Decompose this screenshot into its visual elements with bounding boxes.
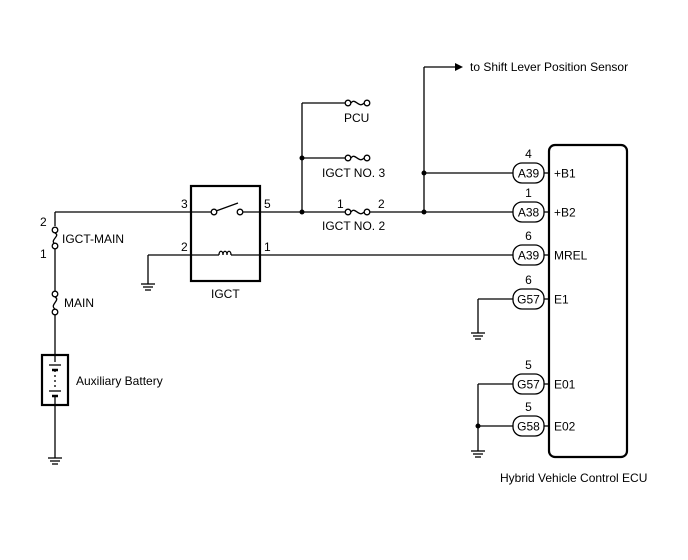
ecu-terminal-e01: G57 5 E01: [512, 358, 576, 395]
ecu-terminal-b2: A38 1 +B2: [512, 186, 576, 223]
fuse-bus: [260, 102, 345, 215]
ecu-label: Hybrid Vehicle Control ECU: [500, 471, 647, 485]
igct-main-fuse: [51, 226, 59, 250]
ecu-box: [547, 143, 629, 459]
pcu-label: PCU: [344, 111, 369, 125]
pin-number: 5: [525, 358, 532, 372]
pin-name: +B1: [554, 167, 576, 181]
connector-code: A39: [518, 167, 540, 181]
igct-main-label: IGCT-MAIN: [62, 232, 124, 246]
ecu-terminal-e1: G57 6 E1: [512, 273, 569, 310]
pin-number: 1: [525, 186, 532, 200]
battery-label: Auxiliary Battery: [76, 374, 163, 388]
relay-pin3: 3: [181, 197, 188, 211]
connector-code: G57: [517, 293, 540, 307]
relay-pin5: 5: [264, 197, 271, 211]
connector-code: G57: [517, 378, 540, 392]
pin-name: E02: [554, 420, 576, 434]
igct-relay: [189, 184, 262, 283]
igct-no2-pin2: 2: [378, 197, 385, 211]
connector-code: G58: [517, 420, 540, 434]
pin-name: MREL: [554, 249, 588, 263]
shift-lever-label: to Shift Lever Position Sensor: [470, 60, 628, 74]
connector-code: A38: [518, 206, 540, 220]
pin-name: +B2: [554, 206, 576, 220]
relay-ground-icon: [140, 283, 156, 291]
pin-number: 5: [525, 400, 532, 414]
igct-main-pin2: 2: [40, 215, 47, 229]
main-fuse-label: MAIN: [64, 296, 94, 310]
connector-code: A39: [518, 249, 540, 263]
ecu-terminal-e02: G58 5 E02: [512, 400, 576, 437]
relay-ground-line: [147, 254, 191, 284]
ecu-terminal-b1: A39 4 +B1: [512, 147, 576, 184]
ecu-ground-wires: [475, 298, 513, 451]
igct-no2-pin1: 1: [337, 197, 344, 211]
main-power-line: [54, 211, 191, 458]
pin-number: 6: [525, 273, 532, 287]
pin-name: E1: [554, 293, 569, 307]
igct-no2-label: IGCT NO. 2: [322, 219, 385, 233]
pin-number: 4: [525, 147, 532, 161]
battery-ground-icon: [47, 457, 63, 465]
igct-main-pin1: 1: [40, 247, 47, 261]
auxiliary-battery: [40, 353, 70, 407]
pin-number: 6: [525, 229, 532, 243]
igct-no3-fuse: [344, 154, 371, 162]
relay-pin2: 2: [181, 240, 188, 254]
pcu-fuse: [344, 99, 371, 107]
ecu-terminal-mrel: A39 6 MREL: [512, 229, 588, 266]
relay-pin1: 1: [264, 240, 271, 254]
main-fuse: [51, 290, 59, 316]
igct-no3-label: IGCT NO. 3: [322, 166, 385, 180]
e1-ground-icon: [470, 332, 486, 340]
pin-name: E01: [554, 378, 576, 392]
relay-label: IGCT: [211, 287, 240, 301]
e01-ground-icon: [470, 450, 486, 458]
power-wires: [370, 63, 513, 215]
igct-no2-fuse: [344, 208, 371, 216]
